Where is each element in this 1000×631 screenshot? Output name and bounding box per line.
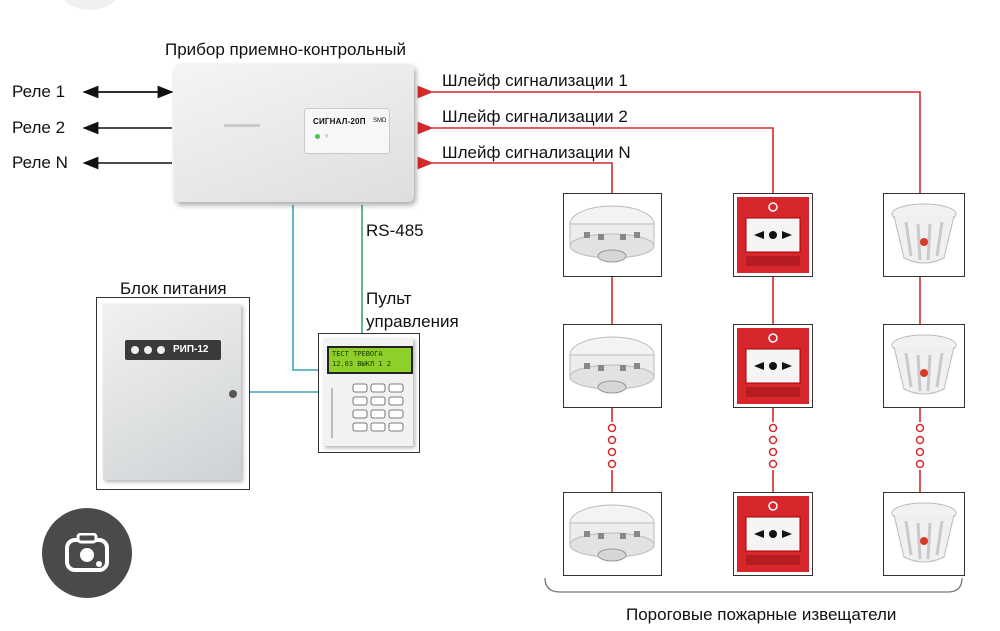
smoke-detector-icon bbox=[569, 205, 655, 263]
panel-front-label: СИГНАЛ-20П SMD ♀ bbox=[304, 108, 390, 154]
power-title: Блок питания bbox=[120, 279, 227, 298]
power-front-plate: РИП-12 bbox=[125, 340, 221, 360]
keypad-buttons bbox=[351, 382, 409, 440]
detector-box-call-3 bbox=[733, 492, 813, 576]
manual-call-point-icon bbox=[737, 197, 809, 273]
keypad-title-2: управления bbox=[366, 312, 459, 331]
status-led-icon bbox=[315, 134, 320, 139]
power-device-label: РИП-12 bbox=[173, 344, 209, 355]
loop-2-label: Шлейф сигнализации 2 bbox=[442, 107, 628, 126]
loop-n-label: Шлейф сигнализации N bbox=[442, 143, 631, 162]
loop-1-label: Шлейф сигнализации 1 bbox=[442, 71, 628, 90]
panel-logo-mark bbox=[224, 124, 260, 127]
detector-box-smoke-3 bbox=[563, 492, 662, 576]
detector-box-smoke-2 bbox=[563, 324, 662, 408]
power-supply-box: РИП-12 bbox=[96, 297, 250, 490]
keypad-screen: ТЕСТ ТРЕВОГА 12.03 ВЫКЛ 1 2 bbox=[327, 346, 413, 374]
camera-lens-icon bbox=[65, 533, 109, 572]
loop-2-wire bbox=[417, 121, 774, 193]
relay-1-label: Реле 1 bbox=[12, 82, 66, 101]
relay-2-label: Реле 2 bbox=[12, 118, 66, 137]
smoke-detector-icon bbox=[569, 336, 655, 394]
keypad-title-1: Пульт bbox=[366, 289, 412, 308]
keypad-screen-line-1: ТЕСТ ТРЕВОГА bbox=[332, 350, 383, 358]
detector-box-heat-2 bbox=[883, 324, 965, 408]
continuation-dots bbox=[607, 423, 925, 469]
caption-bracket bbox=[544, 577, 963, 593]
relay-n-label: Реле N bbox=[12, 153, 68, 172]
loop-1-wire bbox=[417, 85, 921, 193]
power-wire-to-keypad bbox=[292, 205, 322, 371]
detector-box-smoke-1 bbox=[563, 193, 662, 277]
manual-call-point-icon bbox=[737, 328, 809, 404]
manual-call-point-icon bbox=[737, 496, 809, 572]
top-decor-circle bbox=[60, 0, 120, 10]
detector-box-call-2 bbox=[733, 324, 813, 408]
keypad-side-strip bbox=[331, 388, 343, 438]
power-supply-device: РИП-12 bbox=[103, 304, 241, 480]
detector-box-heat-3 bbox=[883, 492, 965, 576]
detector-box-heat-1 bbox=[883, 193, 965, 277]
heat-detector-icon bbox=[891, 334, 957, 395]
smoke-detector-icon bbox=[569, 504, 655, 562]
heat-detector-icon bbox=[891, 502, 957, 563]
device-sublabel: SMD bbox=[373, 118, 387, 124]
panel-title: Прибор приемно-контрольный bbox=[165, 40, 407, 59]
google-lens-button[interactable] bbox=[42, 508, 132, 598]
keypad-box: ТЕСТ ТРЕВОГА 12.03 ВЫКЛ 1 2 bbox=[318, 333, 420, 453]
detector-box-call-1 bbox=[733, 193, 813, 277]
control-panel-device: СИГНАЛ-20П SMD ♀ bbox=[174, 64, 414, 202]
keypad-screen-line-2: 12.03 ВЫКЛ 1 2 bbox=[332, 360, 392, 368]
device-label: СИГНАЛ-20П bbox=[313, 117, 366, 126]
power-lock-icon bbox=[229, 390, 237, 398]
heat-detector-icon bbox=[891, 203, 957, 264]
rs485-label: RS-485 bbox=[366, 221, 424, 240]
detectors-caption: Пороговые пожарные извещатели bbox=[626, 605, 897, 624]
loop-n-wire bbox=[417, 156, 613, 193]
bulb-icon: ♀ bbox=[324, 133, 330, 140]
keypad-device: ТЕСТ ТРЕВОГА 12.03 ВЫКЛ 1 2 bbox=[323, 338, 413, 446]
